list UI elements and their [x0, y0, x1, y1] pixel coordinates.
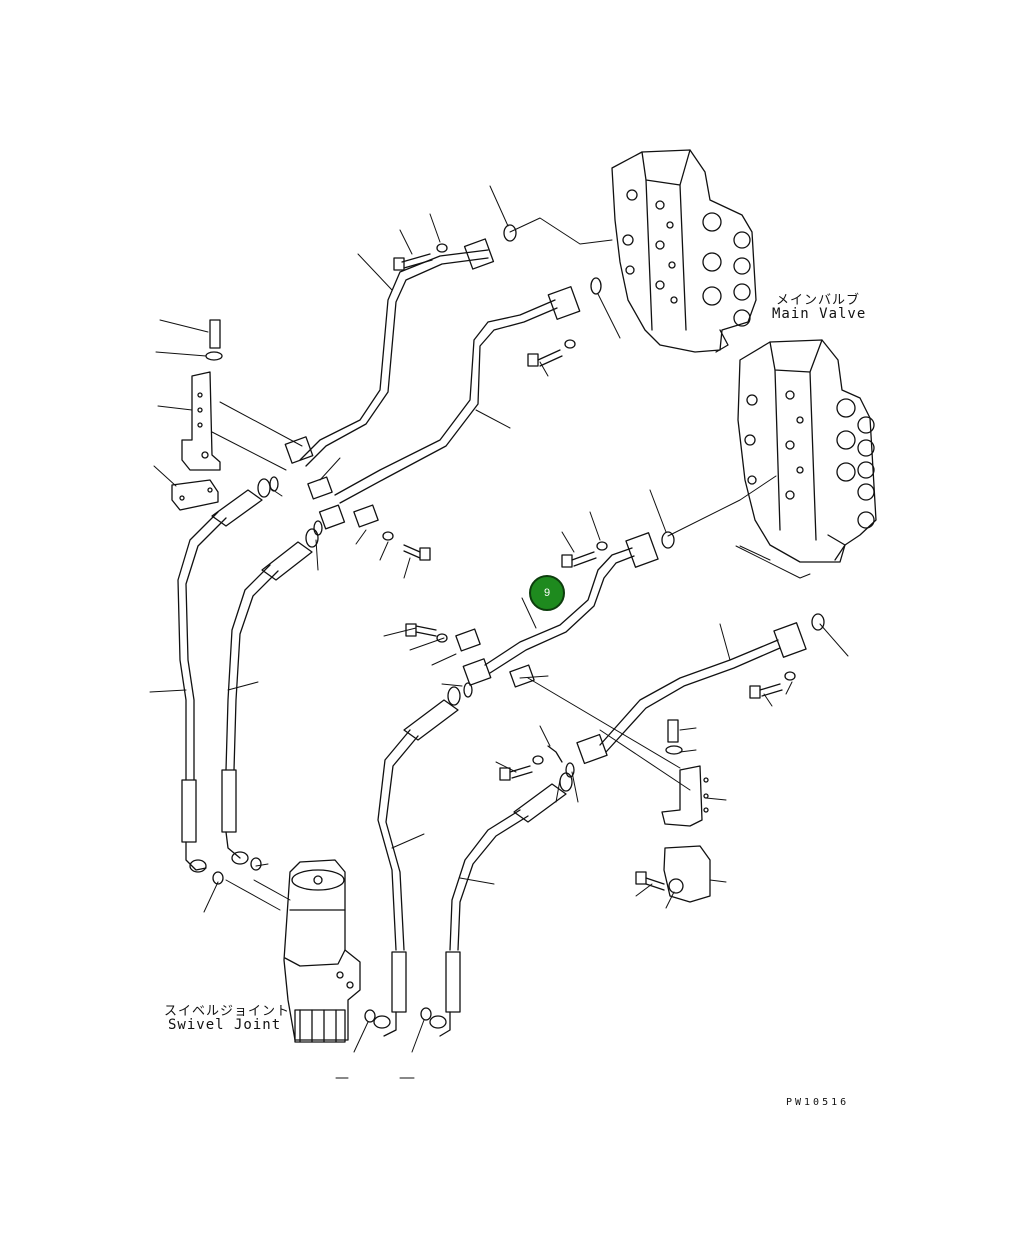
leader-lines: [149, 185, 849, 1079]
bolts-and-washers: [212, 224, 825, 1023]
drawing-code: PW10516: [786, 1097, 850, 1108]
upper-steel-tubes: [299, 238, 581, 504]
main-valve-label-jp: メインバルブ: [776, 293, 861, 308]
swivel-joint-label-jp: スイベルジョイント: [164, 1004, 291, 1019]
middle-steel-tubes: [484, 532, 807, 753]
left-hoses: [177, 478, 319, 873]
swivel-joint-label-en: Swivel Joint: [168, 1017, 282, 1033]
swivel-joint: [283, 859, 361, 1043]
main-valve-upper: [611, 149, 757, 353]
part-callout-9[interactable]: 9: [529, 575, 565, 611]
main-valve-lower: [737, 339, 877, 563]
brackets-and-clamps: [171, 319, 711, 903]
right-hoses: [373, 686, 573, 1037]
main-valve-label-en: Main Valve: [772, 306, 867, 322]
